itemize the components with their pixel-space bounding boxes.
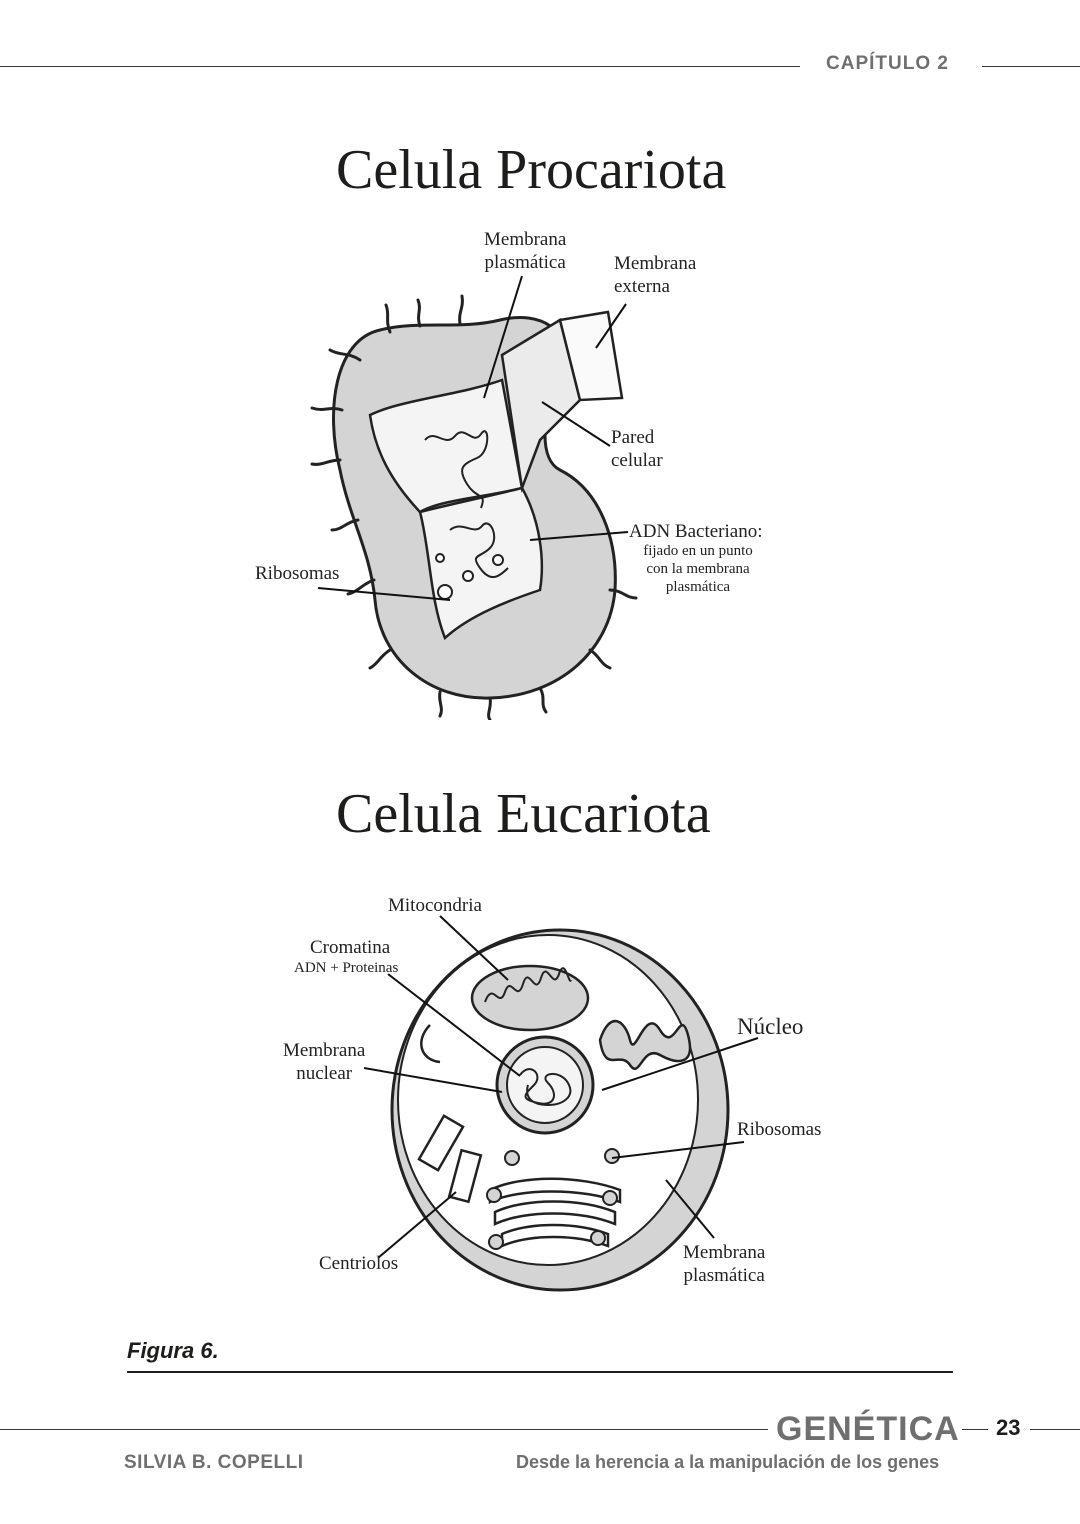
label-chromatin: Cromatina xyxy=(310,937,391,958)
eukaryote-nuclear-interior xyxy=(506,1046,584,1124)
figure-caption: Figura 6. xyxy=(127,1338,219,1363)
chapter-label: CAPÍTULO 2 xyxy=(826,53,949,74)
prokaryote-cytoplasm-upper xyxy=(368,378,524,514)
prokaryote-leader-lines xyxy=(317,275,629,601)
page-number: 23 xyxy=(996,1415,1021,1440)
label-ribosomes-eukaryote: Ribosomas xyxy=(737,1119,822,1140)
eukaryote-chromatin xyxy=(519,1068,572,1107)
eukaryote-notch xyxy=(420,1024,441,1064)
label-ribosomes-prokaryote: Ribosomas xyxy=(255,563,340,584)
prokaryote-cell-wall xyxy=(500,318,582,493)
prokaryote-pili xyxy=(310,294,638,720)
eukaryote-mitochondrion-cristae xyxy=(484,967,572,1003)
prokaryote-illustration xyxy=(310,275,638,720)
footer-rule-right xyxy=(1030,1429,1080,1430)
label-chromatin-note: ADN + Proteinas xyxy=(294,960,399,976)
footer-author: SILVIA B. COPELLI xyxy=(124,1452,304,1473)
footer-brand: GENÉTICA xyxy=(776,1410,960,1448)
label-centrioles: Centriolos xyxy=(319,1253,399,1274)
eukaryote-golgi-stack xyxy=(488,1177,622,1248)
prokaryote-title: Celula Procariota xyxy=(336,139,727,201)
eukaryote-title: Celula Eucariota xyxy=(336,783,711,845)
footer-rule-mid xyxy=(962,1429,988,1430)
label-bacterial-dna: ADN Bacteriano: xyxy=(629,521,763,542)
eukaryote-endoplasmic-reticulum xyxy=(598,1019,692,1070)
label-nucleus: Núcleo xyxy=(737,1014,804,1039)
header-rule-right xyxy=(982,66,1080,67)
eukaryote-leader-lines xyxy=(363,915,759,1259)
prokaryote-dna xyxy=(424,430,509,578)
eukaryote-ribosomes xyxy=(486,1148,620,1250)
label-nuclear-membrane: Membrana nuclear xyxy=(283,1040,366,1084)
label-plasma-membrane-prokaryote: Membrana plasmática xyxy=(484,229,567,273)
label-bacterial-dna-note: fijado en un punto con la membrana plasm… xyxy=(643,543,753,595)
eukaryote-centrioles xyxy=(417,1114,483,1204)
footer-rule-left xyxy=(0,1429,768,1430)
label-plasma-membrane-eukaryote: Membrana plasmática xyxy=(683,1242,766,1286)
footer-subtitle: Desde la herencia a la manipulación de l… xyxy=(516,1452,940,1472)
label-mitochondria: Mitocondria xyxy=(388,895,482,916)
header-rule-left xyxy=(0,66,800,67)
caption-rule xyxy=(127,1371,953,1373)
label-outer-membrane: Membrana externa xyxy=(614,253,697,297)
prokaryote-cytoplasm-lower xyxy=(418,486,544,641)
label-cell-wall: Pared celular xyxy=(611,427,663,471)
eukaryote-mitochondrion xyxy=(470,964,590,1032)
eukaryote-illustration xyxy=(363,915,759,1292)
